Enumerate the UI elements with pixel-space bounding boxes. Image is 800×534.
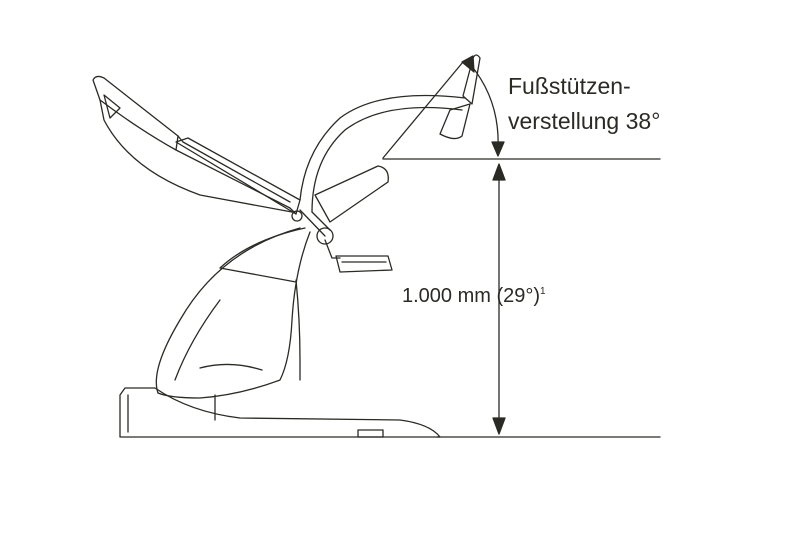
base: [119, 387, 441, 438]
height-label: 1.000 mm (29°)1: [402, 285, 546, 308]
leg-rest: [314, 165, 389, 223]
height-arrow: [492, 163, 506, 435]
column: [155, 227, 311, 421]
backrest: [92, 75, 297, 215]
footrest-rod: [299, 54, 481, 237]
joint: [291, 210, 303, 222]
tray: [324, 239, 393, 273]
height-footnote: 1: [540, 286, 546, 297]
footrest-adjustment-label-line2: verstellung 38°: [508, 108, 661, 134]
angle-arrow: [382, 55, 505, 159]
height-value: 1.000 mm (29°): [402, 285, 541, 307]
footrest-adjustment-label-line1: Fußstützen-: [508, 73, 631, 99]
